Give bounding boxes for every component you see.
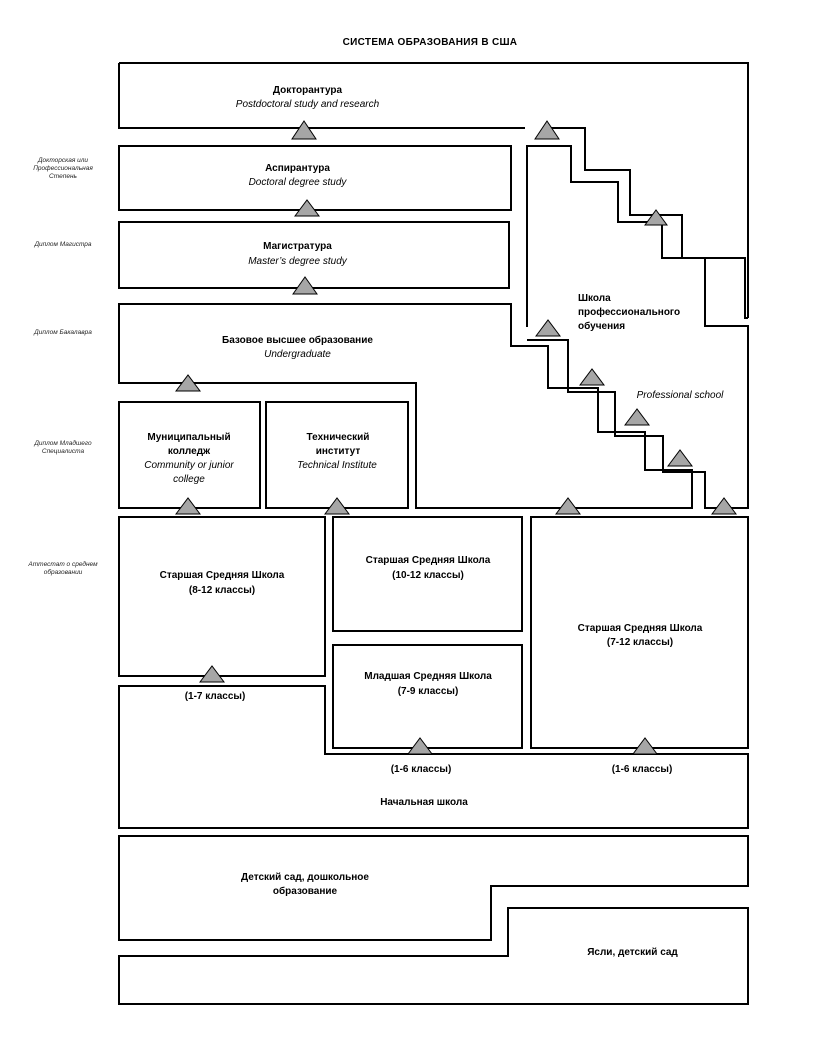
side-label-masters: Диплом Магистра [34, 241, 92, 248]
professional-subtitle: Professional school [636, 390, 724, 401]
community-title: Муниципальный колледж [147, 432, 231, 457]
senior-10-12-grades: (10-12 классы) [392, 570, 464, 581]
primary-grades-c: (1-6 классы) [611, 764, 673, 775]
professional-title: Школа профессионального обучения [578, 293, 681, 332]
nursery-title: Ясли, детский сад [587, 947, 678, 958]
senior-8-12-title: Старшая Средняя Школа [159, 570, 285, 581]
diagram-title: СИСТЕМА ОБРАЗОВАНИЯ В США [342, 37, 518, 48]
senior-8-12-box [118, 516, 326, 677]
masters-subtitle: Master’s degree study [248, 256, 347, 267]
side-label-associate: Диплом Младшего Специалиста [34, 440, 92, 455]
postdoc-box [118, 62, 749, 318]
junior-7-9-title: Младшая Средняя Школа [364, 671, 492, 682]
arrow-up-icon [324, 497, 350, 515]
arrow-up-icon [291, 120, 317, 140]
arrow-up-icon [534, 120, 560, 140]
junior-7-9-grades: (7-9 классы) [397, 686, 459, 697]
arrow-up-icon [667, 449, 693, 467]
senior-8-12-grades: (8-12 классы) [188, 585, 256, 596]
arrow-up-icon [535, 319, 561, 337]
undergrad-box [118, 303, 693, 509]
doctoral-subtitle: Doctoral degree study [248, 177, 347, 188]
senior-10-12-box [332, 516, 523, 632]
primary-grades-a: (1-7 классы) [184, 691, 246, 702]
arrow-up-icon [199, 665, 225, 683]
kindergarten-title: Детский сад, дошкольное образование [241, 872, 369, 897]
technical-title: Технический институт [306, 432, 370, 457]
side-label-doctoral: Докторская или Профессиональная Степень [33, 157, 93, 180]
senior-7-12-title: Старшая Средняя Школа [577, 623, 703, 634]
technical-subtitle: Technical Institute [297, 460, 377, 471]
doctoral-title: Аспирантура [265, 163, 330, 174]
masters-box [118, 221, 510, 289]
arrow-up-icon [292, 276, 318, 295]
side-label-bachelors: Диплом Бакалавра [34, 329, 92, 336]
arrow-up-icon [294, 199, 320, 217]
masters-title: Магистратура [263, 241, 332, 252]
community-subtitle: Community or junior college [144, 460, 234, 485]
nursery-box [118, 907, 749, 1005]
postdoc-subtitle: Postdoctoral study and research [235, 99, 380, 110]
arrow-up-icon [711, 497, 737, 515]
arrow-up-icon [579, 368, 605, 386]
senior-7-12-grades: (7-12 классы) [606, 637, 674, 648]
arrow-up-icon [407, 737, 433, 755]
arrow-up-icon [644, 209, 668, 226]
primary-title: Начальная школа [380, 797, 468, 808]
undergrad-title: Базовое высшее образование [222, 335, 373, 346]
side-label-certificate: Аттестат о среднем образовании [28, 561, 98, 576]
arrow-up-icon [555, 497, 581, 515]
primary-box [118, 685, 749, 829]
kindergarten-box [118, 835, 749, 941]
undergrad-subtitle: Undergraduate [264, 349, 331, 360]
primary-grades-b: (1-6 классы) [390, 764, 452, 775]
senior-10-12-title: Старшая Средняя Школа [365, 555, 491, 566]
professional-inner-edge [526, 145, 749, 509]
arrow-up-icon [175, 497, 201, 515]
arrow-up-icon [624, 408, 650, 426]
arrow-up-icon [632, 737, 658, 755]
arrow-up-icon [175, 374, 201, 392]
postdoc-title: Докторантура [272, 85, 343, 96]
